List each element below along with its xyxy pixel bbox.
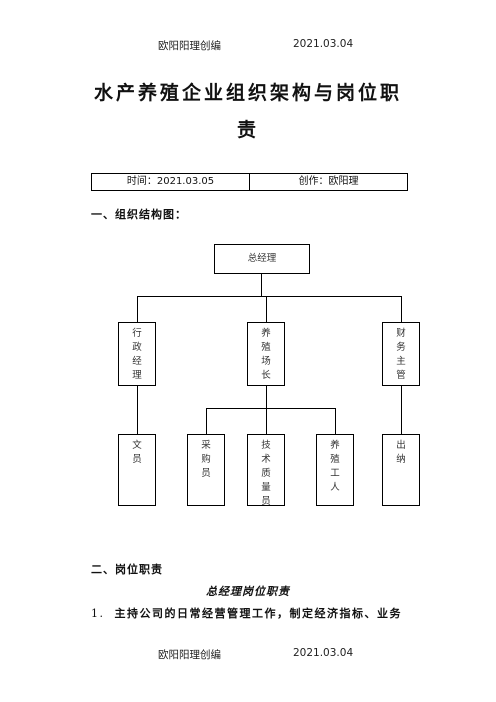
connector-to-purchaser [206, 408, 207, 434]
connector-level2-bus [137, 296, 402, 297]
org-node-finance-supervisor: 财务主管 [382, 322, 420, 386]
header-author: 欧阳阳理创编 [158, 40, 221, 52]
org-node-farm-manager: 养殖场长 [247, 322, 285, 386]
org-node-general-manager: 总经理 [214, 244, 310, 274]
connector-farm-down [266, 386, 267, 408]
footer-author: 欧阳阳理创编 [158, 649, 221, 661]
connector-to-farm [266, 296, 267, 322]
org-node-cashier: 出纳 [382, 434, 420, 506]
connector-level3-bus [206, 408, 336, 409]
org-node-admin-manager: 行政经理 [118, 322, 156, 386]
connector-root-down [261, 273, 262, 297]
document-title-line2: 责 [236, 119, 259, 141]
connector-to-admin [137, 296, 138, 322]
connector-to-finance [401, 296, 402, 322]
connector-to-worker [335, 408, 336, 434]
header-date: 2021.03.04 [293, 38, 354, 50]
duties-subtitle: 总经理岗位职责 [206, 585, 290, 598]
connector-admin-down [137, 386, 138, 434]
document-title-line1: 水产养殖企业组织架构与岗位职 [93, 82, 402, 104]
duty-item-text: 主持公司的日常经营管理工作，制定经济指标、业务 [114, 607, 402, 620]
connector-to-qa [266, 408, 267, 434]
duty-item-1: 1. 主持公司的日常经营管理工作，制定经济指标、业务 [91, 605, 421, 621]
org-node-clerk: 文员 [118, 434, 156, 506]
org-node-tech-quality: 技术质量员 [247, 434, 285, 507]
section-heading-duties: 二、岗位职责 [91, 563, 163, 576]
connector-finance-down [401, 386, 402, 434]
meta-author: 创作：欧阳理 [298, 176, 359, 187]
org-node-purchaser: 采购员 [187, 434, 225, 506]
duty-item-number: 1. [91, 607, 105, 620]
section-heading-org-chart: 一、组织结构图： [91, 208, 187, 221]
meta-time: 时间：2021.03.05 [92, 174, 250, 190]
org-node-farm-worker: 养殖工人 [316, 434, 354, 506]
org-node-label: 总经理 [247, 253, 277, 264]
footer-date: 2021.03.04 [293, 647, 354, 659]
meta-table: 时间：2021.03.05 创作：欧阳理 [91, 173, 408, 191]
